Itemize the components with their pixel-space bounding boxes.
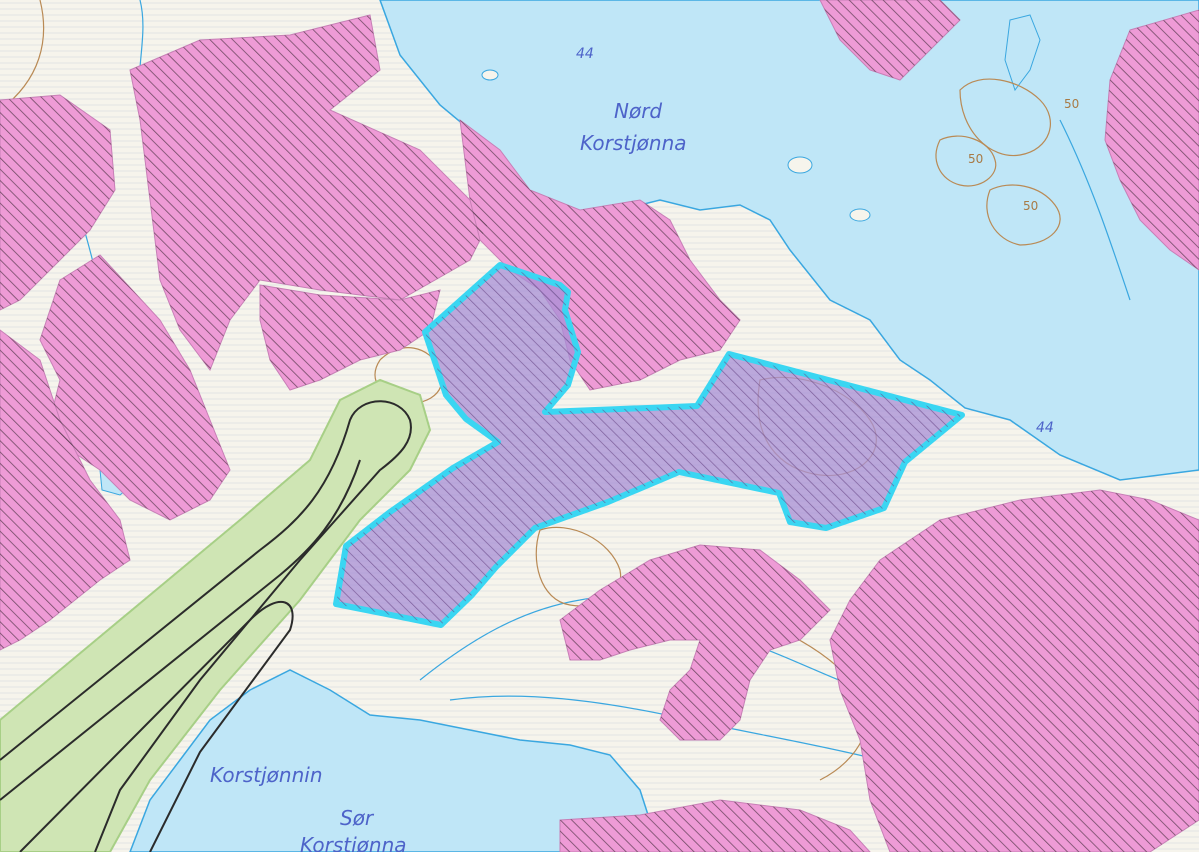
island	[481, 69, 499, 81]
lake-sor-korstjonna[interactable]	[129, 669, 661, 852]
island	[849, 208, 871, 222]
road-area	[0, 378, 432, 852]
road-lines	[0, 400, 412, 852]
pond	[1004, 14, 1041, 92]
contour-label: 50	[1023, 199, 1038, 213]
elevation-label-east: 44	[1036, 420, 1054, 436]
contour-label: 50	[1064, 97, 1079, 111]
label-nord: Nørd	[614, 99, 662, 123]
island	[787, 156, 813, 174]
contour-label: 50	[968, 152, 983, 166]
stream	[1059, 119, 1131, 301]
label-korstjonna-south: Korstjønna	[300, 833, 407, 852]
elevation-label-north: 44	[576, 46, 594, 62]
selected-area-hatch	[336, 265, 962, 625]
label-korstjonnin: Korstjønnin	[210, 763, 323, 787]
label-sor: Sør	[340, 806, 375, 830]
label-korstjonna-north: Korstjønna	[580, 131, 687, 155]
